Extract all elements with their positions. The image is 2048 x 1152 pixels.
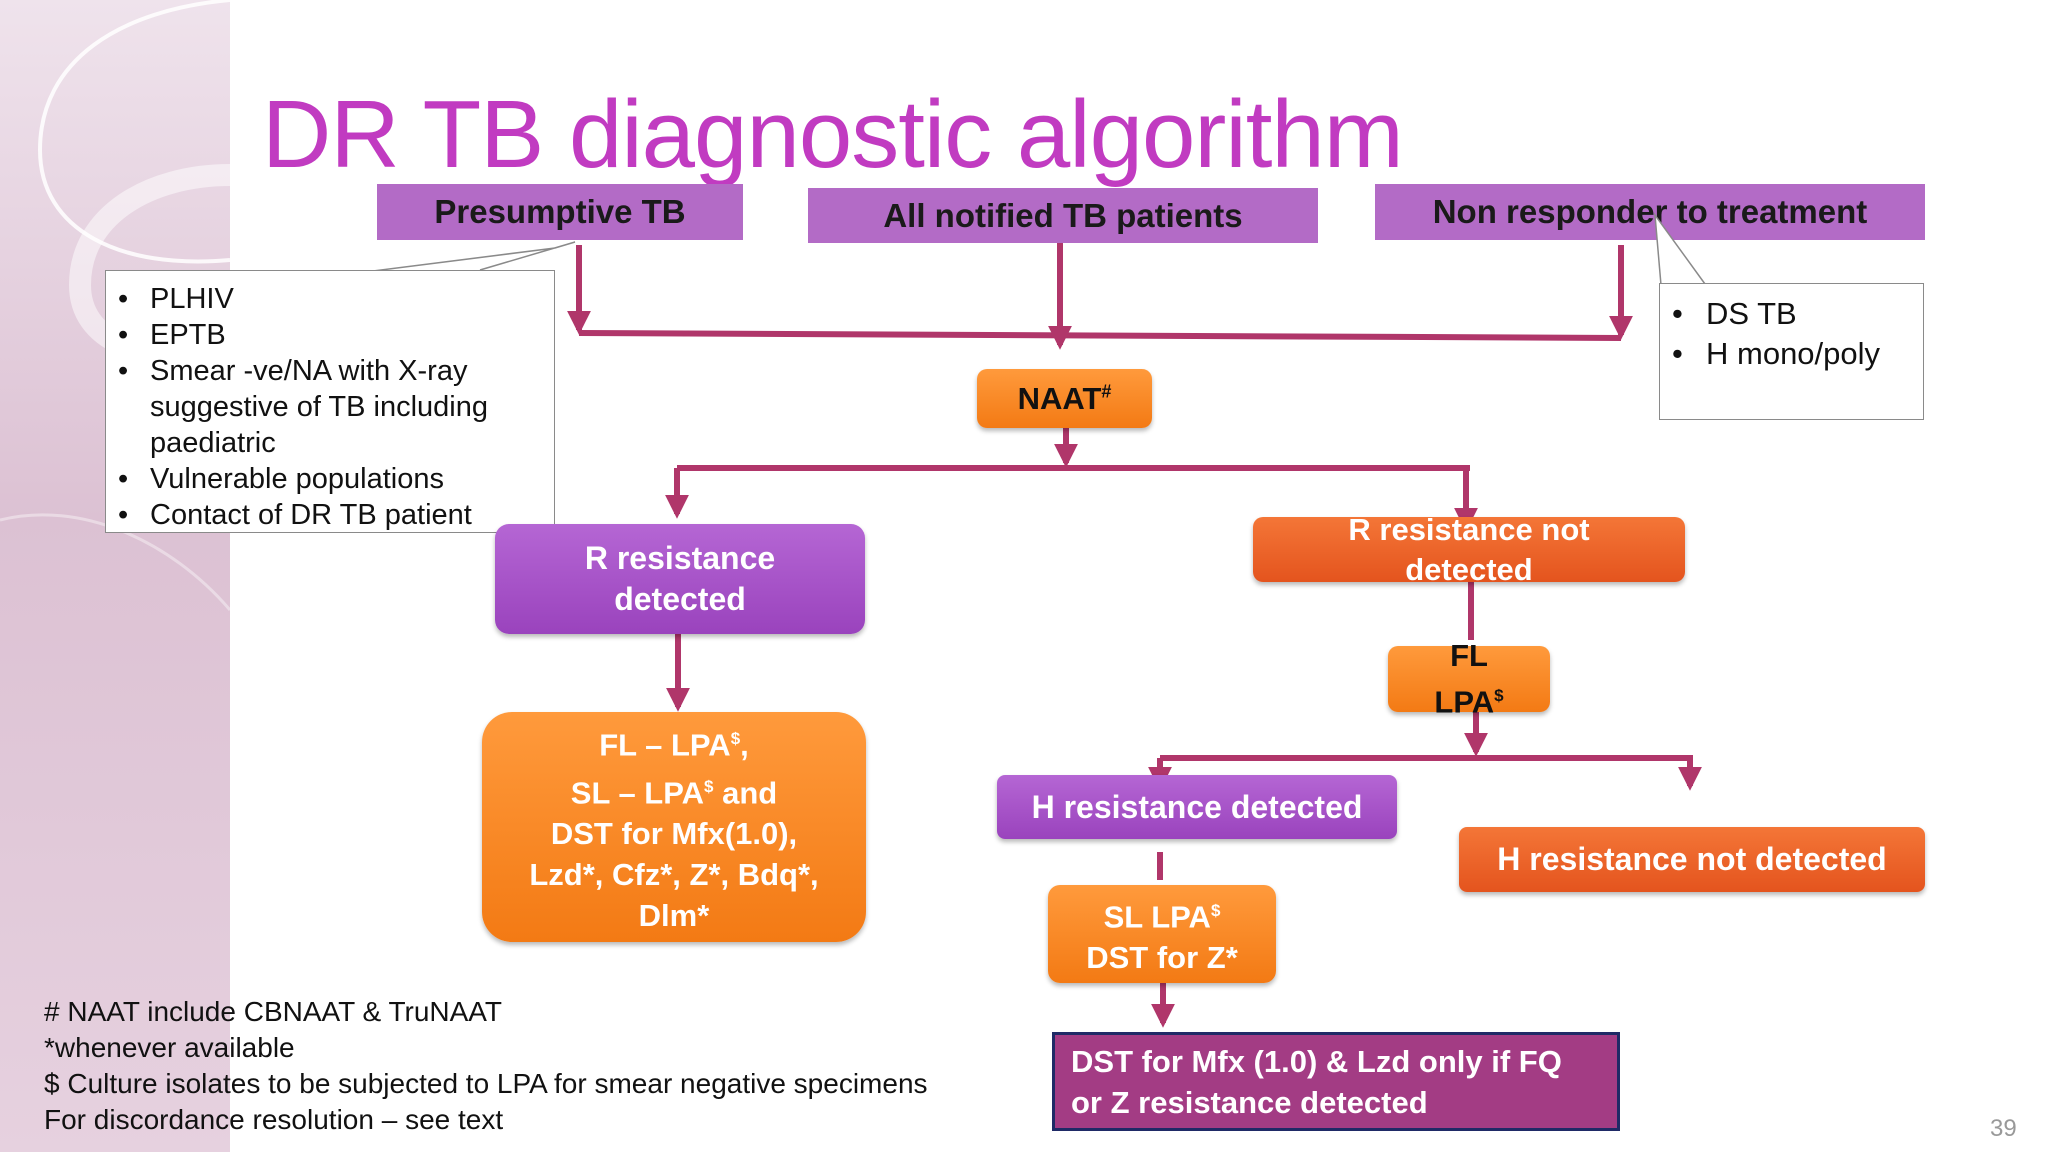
- dst-final-box: DST for Mfx (1.0) & Lzd only if FQ or Z …: [1052, 1032, 1620, 1131]
- r-detected-tests-text: FL – LPA$, SL – LPA$ and DST for Mfx(1.0…: [529, 727, 819, 933]
- naat-label: NAAT#: [1017, 380, 1112, 416]
- presumptive-tb-criteria-callout: PLHIV EPTB Smear -ve/NA with X-ray sugge…: [105, 270, 555, 533]
- dst-final-label: DST for Mfx (1.0) & Lzd only if FQ or Z …: [1071, 1043, 1562, 1120]
- header-non-responder-to-treatment: Non responder to treatment: [1375, 184, 1925, 240]
- footnote: # NAAT include CBNAAT & TruNAAT: [44, 996, 503, 1027]
- r-resistance-detected-label: R resistance detected: [584, 540, 776, 617]
- sl-lpa-text: SL LPA$ DST for Z*: [1086, 899, 1238, 976]
- list-item: PLHIV: [106, 281, 554, 317]
- list-item: Vulnerable populations: [106, 461, 554, 497]
- h-resistance-not-detected-label: H resistance not detected: [1497, 841, 1887, 877]
- r-resistance-detected-box: R resistance detected: [495, 524, 865, 634]
- header-presumptive-tb: Presumptive TB: [377, 184, 743, 240]
- page-number: 39: [1990, 1115, 2017, 1142]
- footnotes: # NAAT include CBNAAT & TruNAAT *wheneve…: [44, 994, 928, 1138]
- non-responder-criteria-callout: DS TB H mono/poly: [1659, 283, 1924, 420]
- list-item: Smear -ve/NA with X-ray suggestive of TB…: [106, 353, 554, 461]
- presumptive-criteria-list: PLHIV EPTB Smear -ve/NA with X-ray sugge…: [106, 281, 554, 533]
- sl-lpa-box: SL LPA$ DST for Z*: [1048, 885, 1276, 983]
- list-item: H mono/poly: [1660, 334, 1923, 374]
- fl-lpa-box: FL LPA$: [1388, 638, 1550, 719]
- footnote: $ Culture isolates to be subjected to LP…: [44, 1068, 928, 1099]
- header-all-notified-tb-patients: All notified TB patients: [808, 188, 1318, 243]
- list-item: EPTB: [106, 317, 554, 353]
- footnote: For discordance resolution – see text: [44, 1104, 504, 1135]
- non-responder-criteria-list: DS TB H mono/poly: [1660, 294, 1923, 374]
- r-detected-tests-box: FL – LPA$, SL – LPA$ and DST for Mfx(1.0…: [482, 712, 866, 942]
- h-resistance-not-detected-box: H resistance not detected: [1459, 827, 1925, 892]
- r-resistance-not-detected-box: R resistance not detected: [1253, 512, 1685, 587]
- decorative-sidebar: [0, 0, 230, 1152]
- fl-lpa-label: FL LPA$: [1434, 637, 1504, 720]
- list-item: Contact of DR TB patient: [106, 497, 554, 533]
- list-item: DS TB: [1660, 294, 1923, 334]
- h-resistance-detected-label: H resistance detected: [1031, 788, 1363, 825]
- naat-box: NAAT#: [977, 369, 1152, 428]
- footnote: *whenever available: [44, 1032, 295, 1063]
- r-resistance-not-detected-label: R resistance not detected: [1348, 511, 1590, 587]
- h-resistance-detected-box: H resistance detected: [997, 775, 1397, 839]
- slide-title: DR TB diagnostic algorithm: [262, 81, 1404, 188]
